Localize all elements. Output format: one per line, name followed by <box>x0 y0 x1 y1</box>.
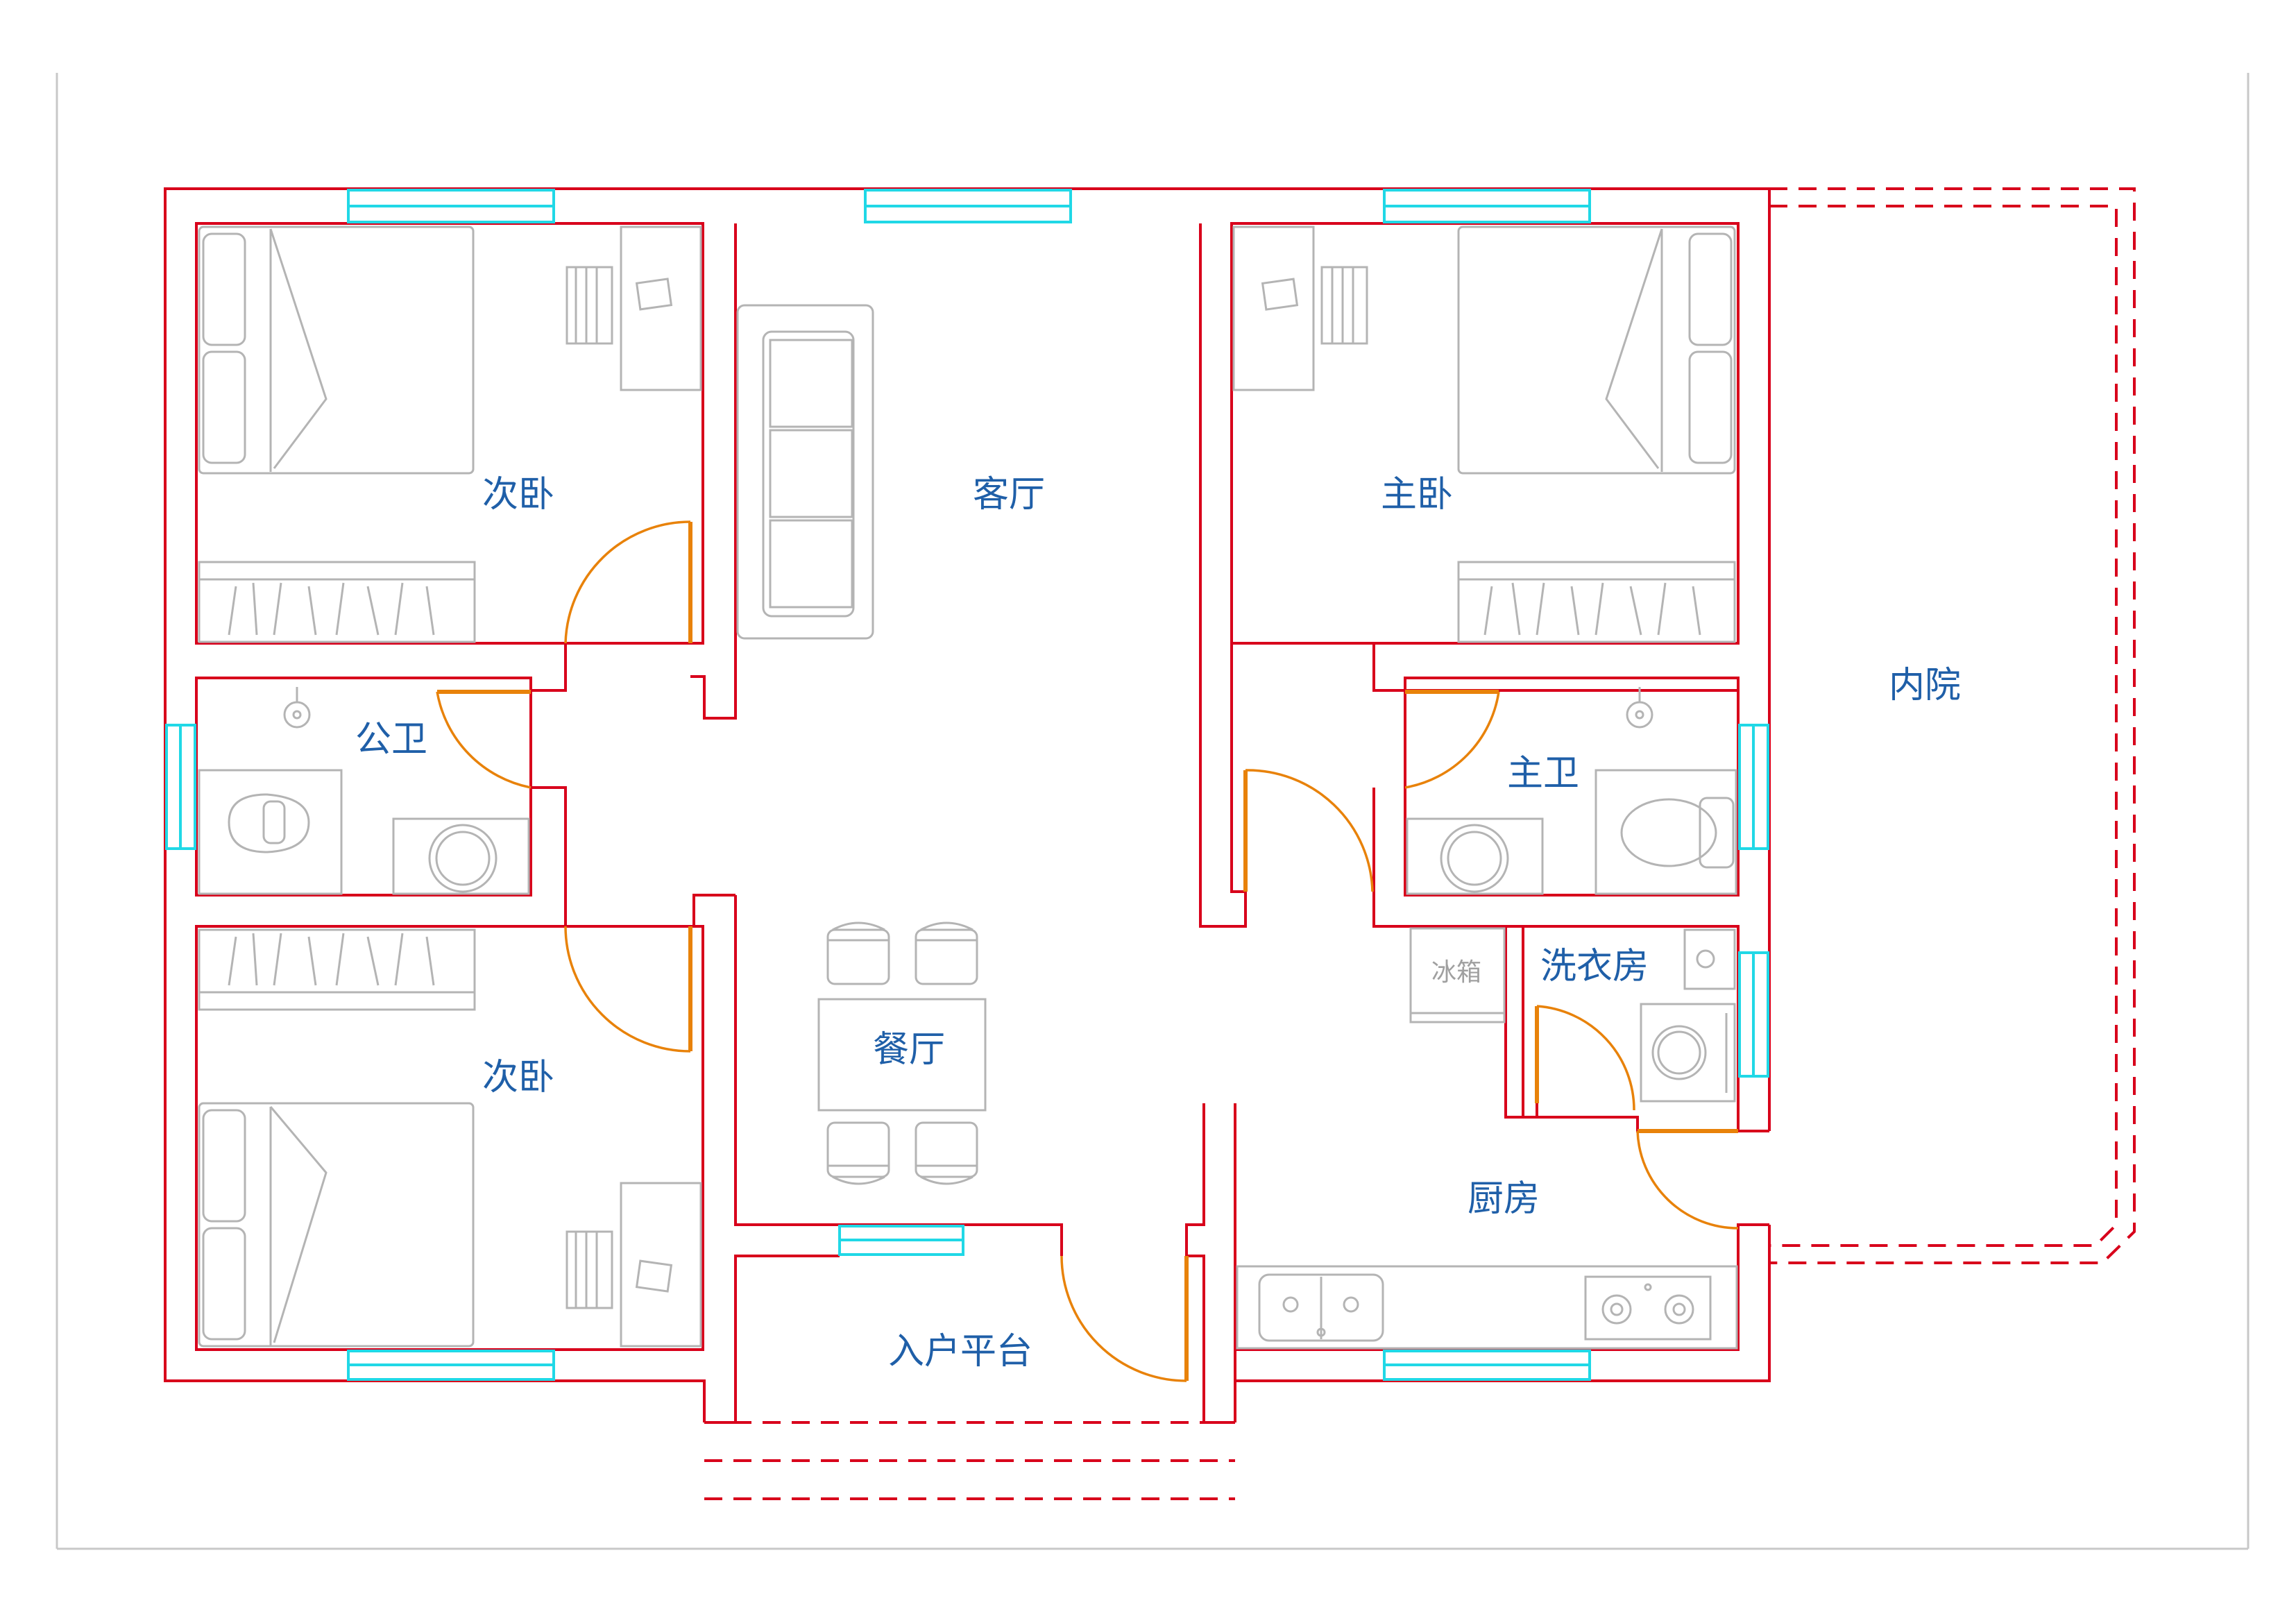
bed-master <box>1457 226 1736 475</box>
dining-chair <box>915 1121 978 1185</box>
label-bedroom-secondary-bottom: 次卧 <box>482 1057 554 1098</box>
kitchen-counter <box>1236 1265 1738 1350</box>
dining-chair <box>915 921 978 985</box>
desk-top-left <box>566 226 702 391</box>
door-entry <box>1060 1255 1189 1382</box>
dining-chair <box>826 921 890 985</box>
entry-steps <box>704 1421 1235 1500</box>
label-dining: 餐厅 <box>873 1029 945 1071</box>
master-bath-fixtures <box>1406 687 1737 895</box>
label-master-bathroom: 主卫 <box>1507 753 1579 794</box>
sofa <box>736 304 874 640</box>
fridge <box>1409 927 1506 1023</box>
label-laundry: 洗衣房 <box>1540 946 1649 987</box>
exterior-walls <box>164 187 1771 1424</box>
dining-table <box>817 921 987 1185</box>
bed-top-left <box>198 226 475 475</box>
wardrobe-top-left <box>198 561 476 643</box>
door-bedroom-top <box>564 520 692 644</box>
door-master-bedroom <box>1243 769 1374 892</box>
door-master-bath <box>1404 690 1500 789</box>
label-master-bedroom: 主卧 <box>1381 474 1453 516</box>
door-laundry <box>1535 1005 1635 1111</box>
room-labels: 次卧 客厅 主卧 内院 公卫 主卫 洗衣房 餐厅 次卧 厨房 入户平台 冰箱 <box>355 474 1961 1373</box>
label-entry-platform: 入户平台 <box>888 1331 1032 1373</box>
door-bedroom-bottom <box>564 926 692 1053</box>
dining-chair <box>826 1121 890 1185</box>
wardrobe-bottom-left <box>198 928 476 1011</box>
label-courtyard: 内院 <box>1889 665 1961 706</box>
courtyard-boundary <box>1769 187 2136 1264</box>
public-bath-fixtures <box>198 687 530 895</box>
sheet-frame <box>56 73 2250 1550</box>
doors <box>436 520 1739 1382</box>
label-public-bathroom: 公卫 <box>355 719 427 760</box>
label-kitchen: 厨房 <box>1468 1178 1540 1220</box>
washing-machine <box>1640 1003 1736 1103</box>
interior-walls <box>195 223 1769 1381</box>
label-bedroom-secondary-top: 次卧 <box>482 474 554 516</box>
label-living-room: 客厅 <box>973 474 1045 516</box>
bed-bottom-left <box>198 1102 475 1348</box>
windows <box>165 189 1769 1381</box>
wardrobe-master <box>1457 561 1736 643</box>
desk-bottom-left <box>566 1182 702 1348</box>
laundry-sink <box>1683 928 1736 990</box>
label-fridge: 冰箱 <box>1431 958 1481 987</box>
desk-master <box>1232 226 1368 391</box>
door-kitchen-courtyard <box>1636 1129 1739 1230</box>
door-public-bath <box>436 690 532 789</box>
